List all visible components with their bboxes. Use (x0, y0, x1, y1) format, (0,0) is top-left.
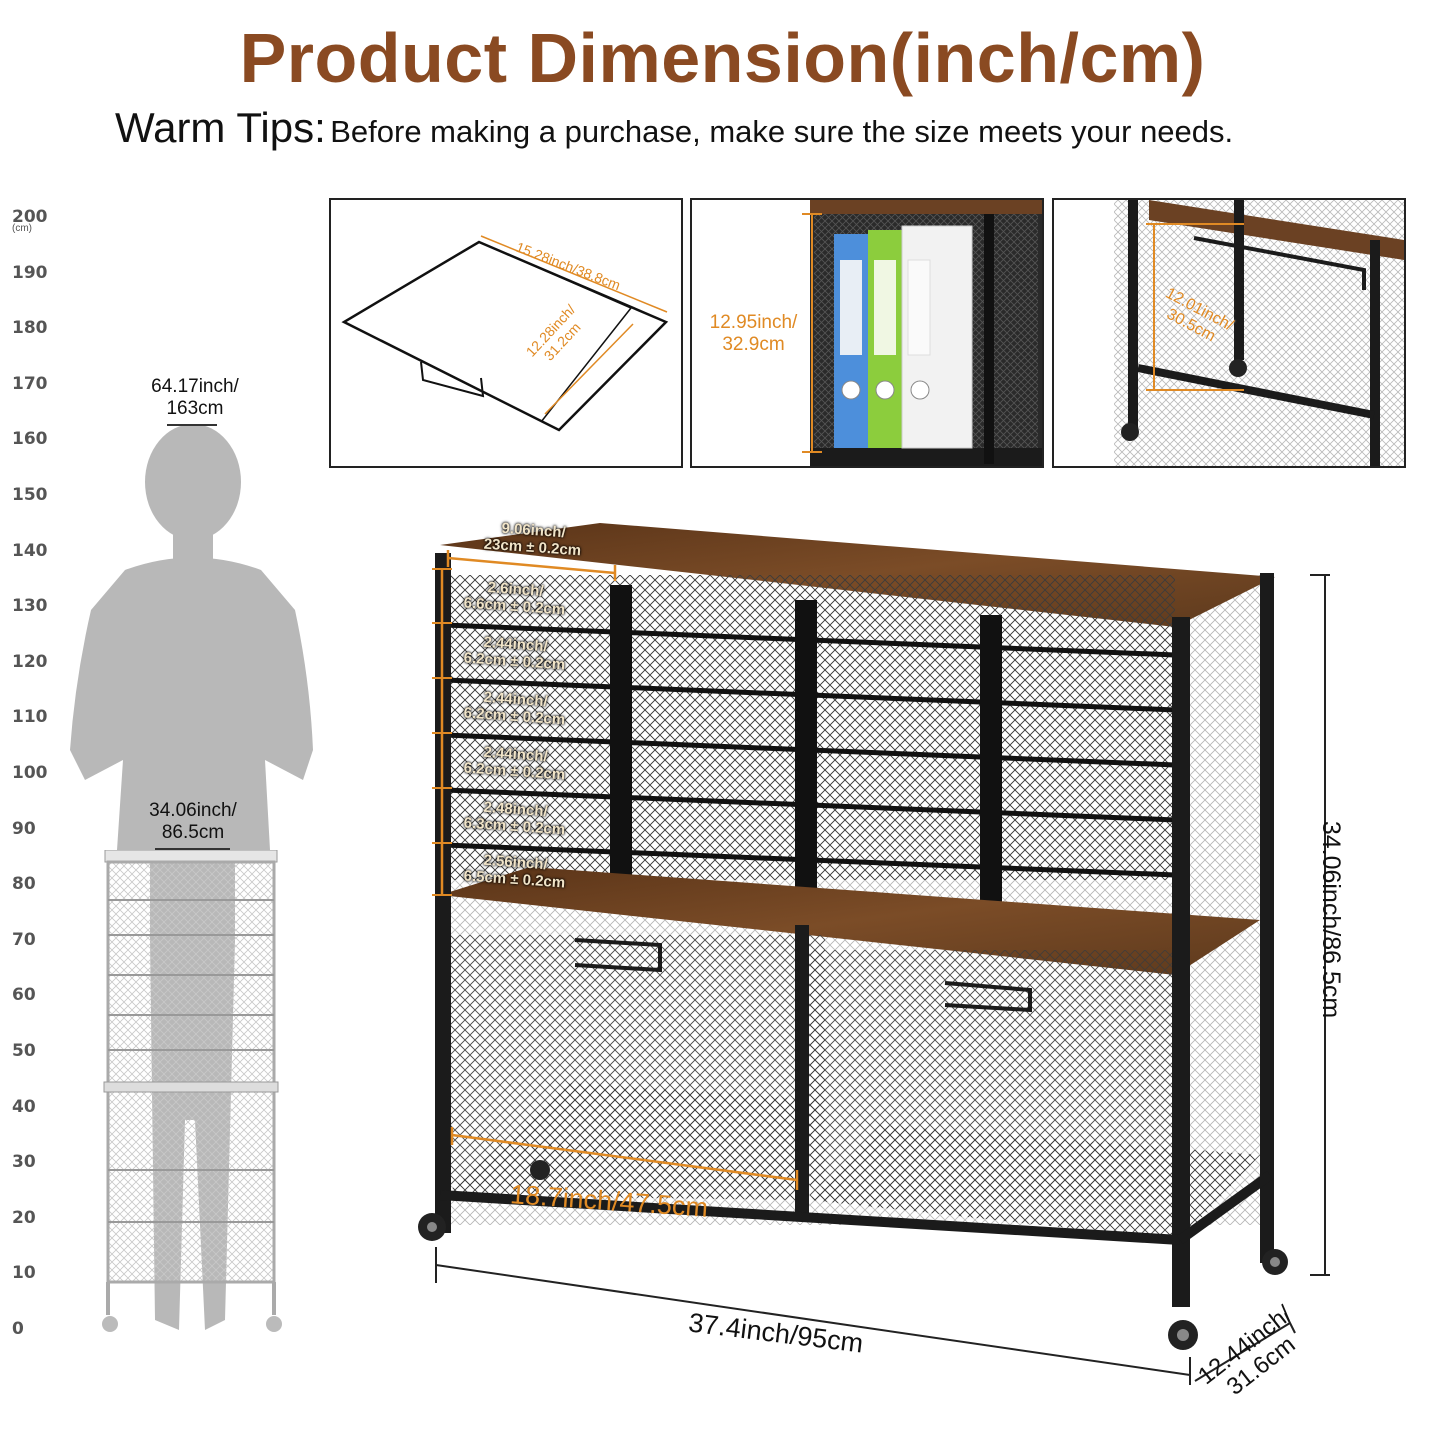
side-height-label: 34.06inch/ 86.5cm (118, 800, 268, 844)
tray-dimension-panel: 15.28inch/38.8cm 12.28inch/ 31.2cm (329, 198, 683, 468)
binder-dimension-panel: 12.95inch/ 32.9cm (690, 198, 1044, 468)
side-view-cabinet (102, 850, 282, 1332)
ruler-tick: 190 (12, 262, 48, 283)
ruler-tick: 160 (12, 429, 48, 450)
ruler-tick: 120 (12, 651, 48, 672)
ruler-tick: 150 (12, 485, 48, 505)
ruler-tick: 110 (12, 707, 48, 728)
ruler-tick: 40 (12, 1096, 36, 1117)
ruler-tick: 50 (12, 1041, 36, 1061)
person-height-label: 64.17inch/ 163cm (120, 376, 270, 420)
warm-tips: Warm Tips: Before making a purchase, mak… (115, 104, 1233, 152)
binder-height-cm: 32.9cm (722, 334, 785, 355)
basket-dimension-panel: 12.01inch/ 30.5cm (1052, 198, 1406, 468)
warm-tips-lead: Warm Tips: (115, 104, 326, 151)
side-height-mark (155, 848, 230, 850)
ruler-tick: 180 (12, 318, 48, 339)
tray-drawing (341, 235, 669, 432)
binder-height-label: 12.95inch/ 32.9cm (696, 312, 811, 356)
person-height-inch: 64.17inch/ (151, 376, 239, 397)
ruler-tick: 10 (12, 1263, 36, 1284)
ruler-tick: 130 (12, 596, 48, 617)
ruler-unit: (cm) (12, 223, 32, 234)
side-height-cm: 86.5cm (161, 822, 225, 843)
page-title: Product Dimension(inch/cm) (239, 19, 1206, 97)
ruler-tick: 70 (12, 929, 36, 950)
person-height-mark (167, 424, 217, 426)
ruler-tick: 60 (12, 985, 36, 1006)
warm-tips-text: Before making a purchase, make sure the … (330, 114, 1234, 149)
side-height-inch: 34.06inch/ (149, 800, 237, 821)
ruler-tick: 20 (12, 1207, 36, 1228)
binder-drawing (802, 200, 1042, 466)
ruler-tick: 30 (12, 1152, 36, 1173)
ruler-tick: 200 (12, 207, 48, 227)
ruler-tick: 0 (12, 1319, 24, 1339)
ruler-tick: 100 (12, 763, 48, 783)
ruler-tick: 80 (12, 874, 36, 895)
ruler-tick: 170 (12, 373, 48, 394)
total-height-label: 34.06inch/86.5cm (1317, 820, 1346, 1019)
main-cabinet-drawing (418, 523, 1330, 1385)
basket-drawing (1114, 200, 1404, 466)
binder-height-inch: 12.95inch/ (709, 312, 798, 333)
ruler-tick: 90 (12, 818, 36, 839)
person-height-cm: 163cm (166, 398, 224, 419)
ruler-tick: 140 (12, 540, 48, 561)
